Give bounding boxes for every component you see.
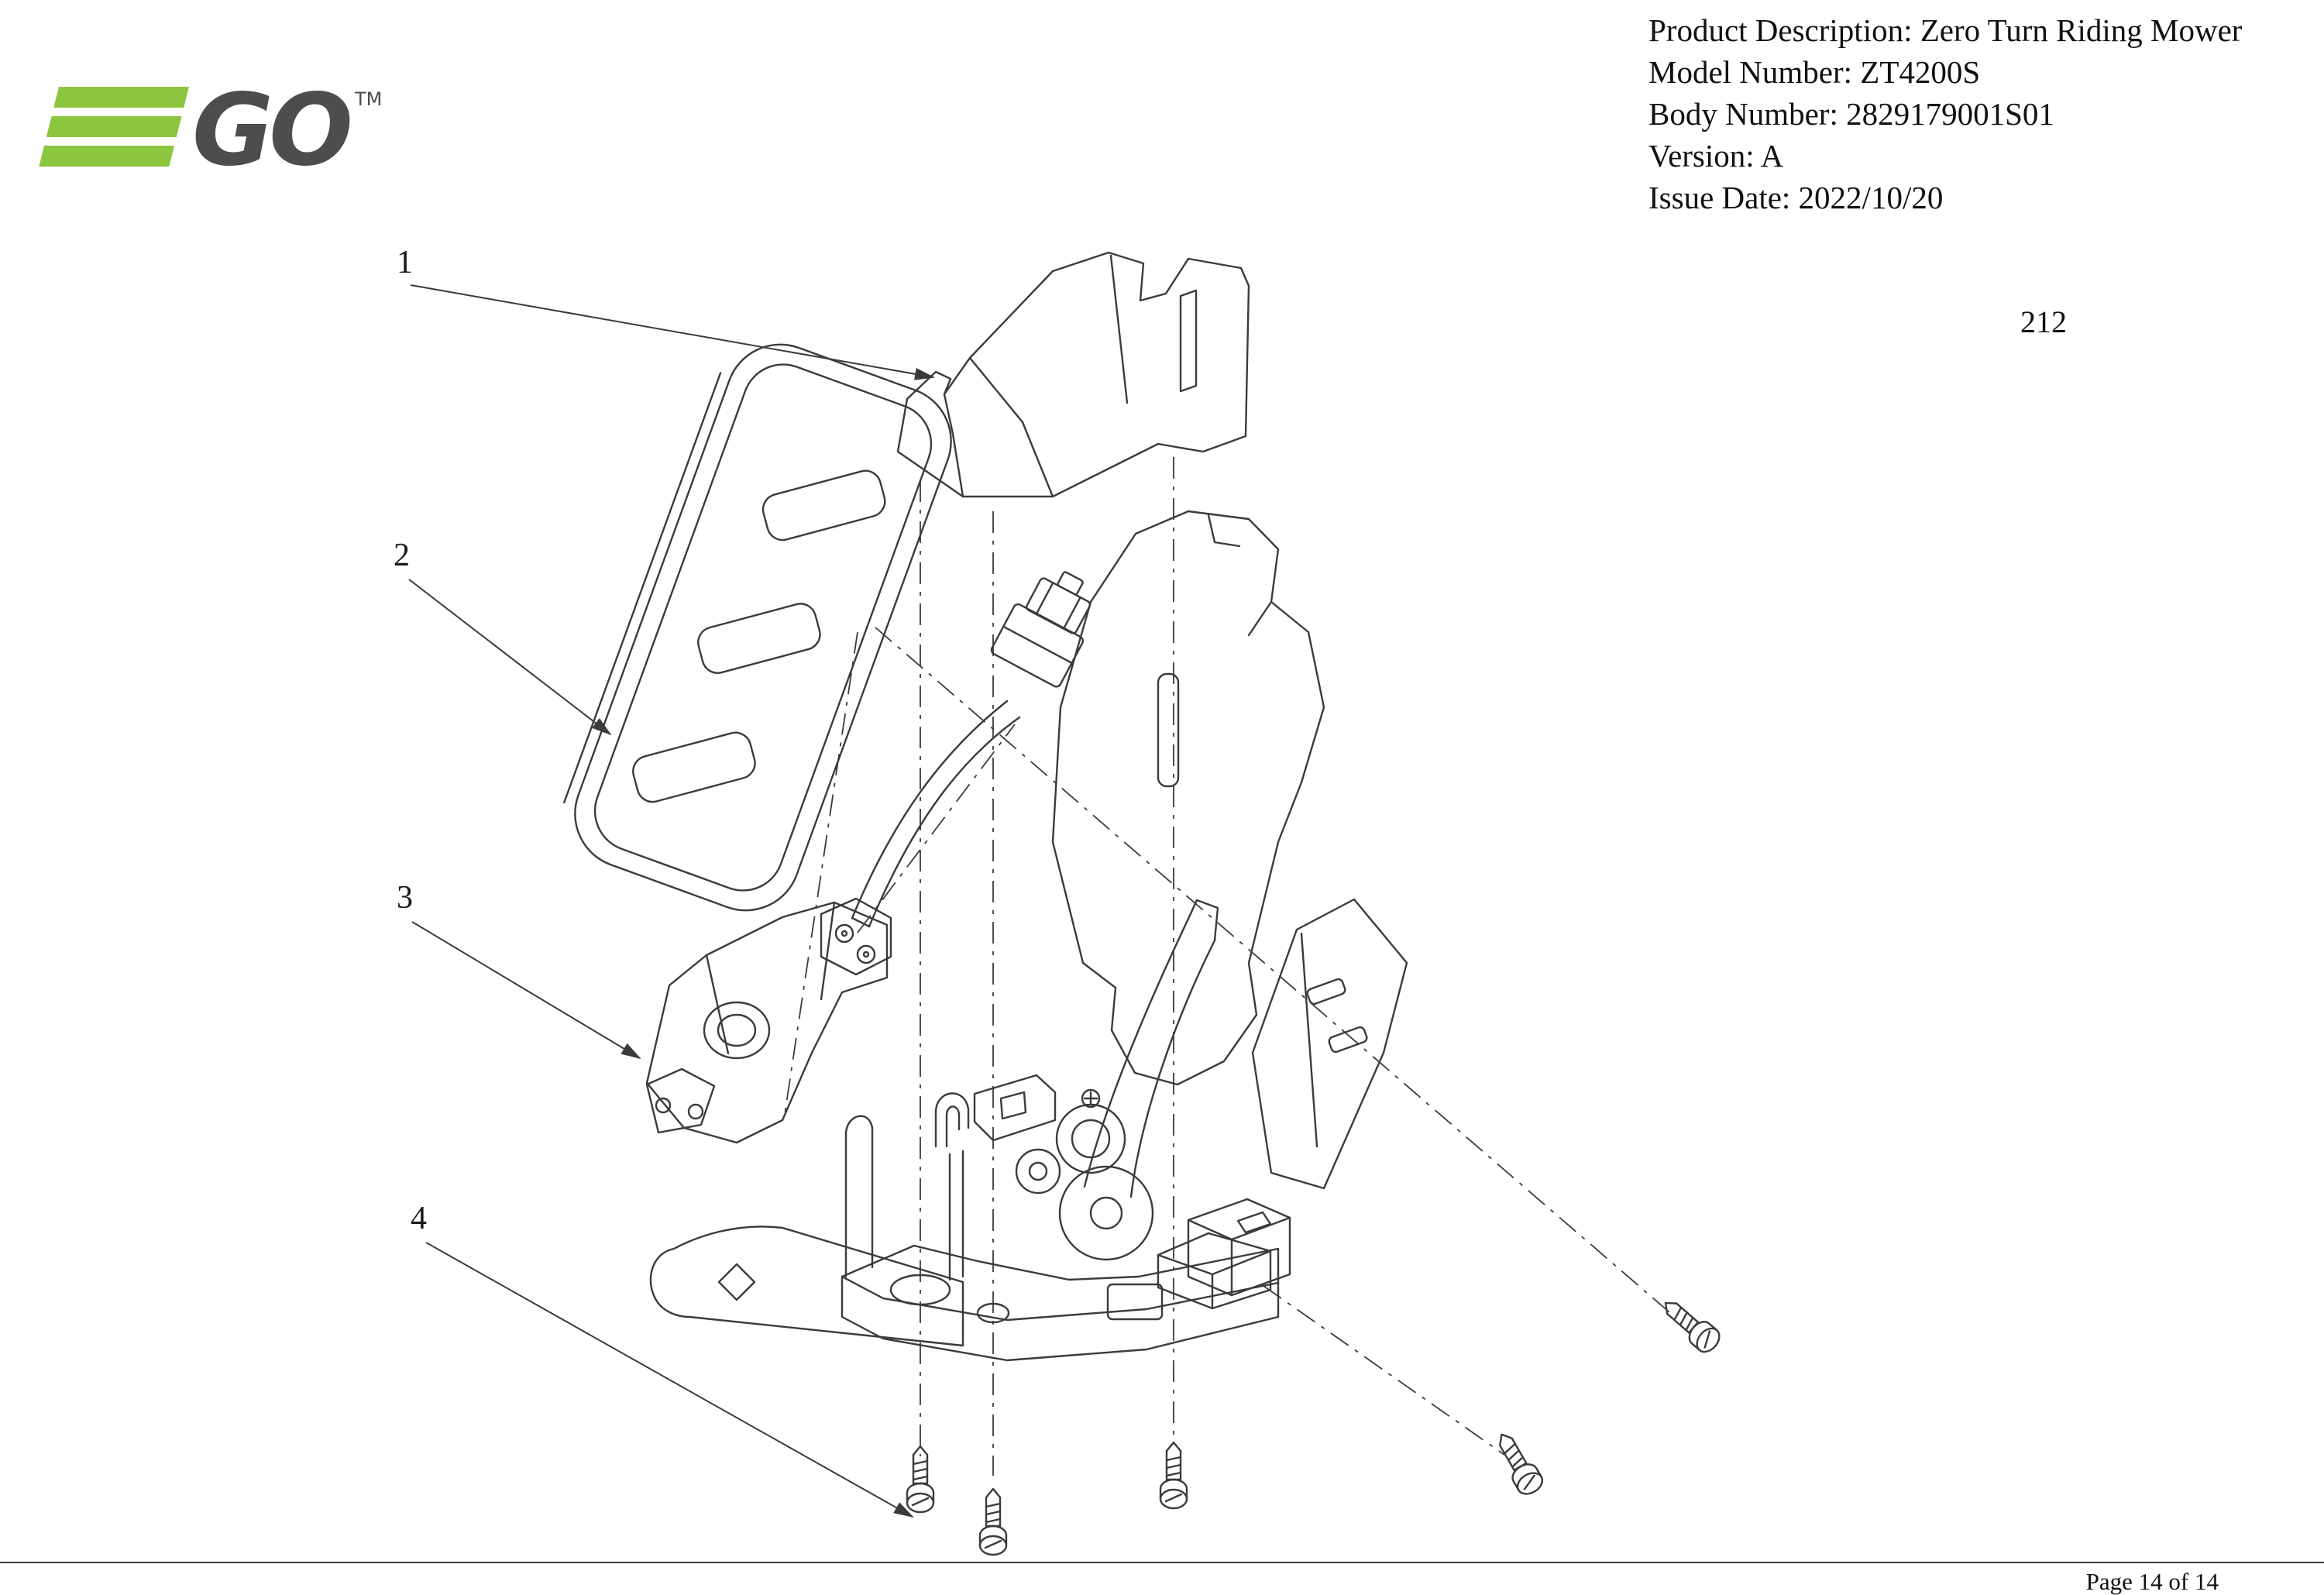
callout-leader-4 [425, 1242, 914, 1518]
part-3-sensor-bracket-drawing [645, 897, 892, 1144]
ego-logo-tm-text: TM [354, 88, 382, 110]
callouts-group: 1 2 3 4 [394, 245, 935, 1518]
ego-logo-e-icon [39, 87, 190, 167]
page-indicator: Page 14 of 14 [2085, 1568, 2219, 1595]
callout-number-3: 3 [397, 880, 413, 916]
callout-leader-1 [410, 284, 935, 380]
ego-logo: GO TM [39, 81, 382, 174]
mounting-screws-drawing [906, 1292, 1725, 1556]
sensor-cable-drawing [851, 700, 1021, 928]
callout-leader-2 [408, 579, 612, 736]
info-line-version: Version: A [1648, 138, 1784, 174]
figure-number: 212 [2020, 304, 2067, 339]
connector-plug-drawing [990, 571, 1092, 688]
document-info-block: Product Description: Zero Turn Riding Mo… [1648, 9, 2315, 218]
callout-leader-3 [411, 921, 641, 1060]
ego-logo-go-text: GO [192, 81, 350, 174]
part-4-base-bracket-drawing [649, 1074, 1291, 1362]
alignment-centerlines [783, 457, 1676, 1476]
info-line-issue-date: Issue Date: 2022/10/20 [1648, 180, 1944, 215]
part-2-pedal-pad-drawing [563, 343, 952, 912]
callout-number-1: 1 [397, 245, 413, 280]
footer-divider [0, 1562, 2324, 1563]
pedal-lever-arm-drawing [1015, 899, 1219, 1261]
side-slotted-bracket-drawing [1251, 898, 1408, 1190]
info-line-body-number: Body Number: 2829179001S01 [1648, 96, 2054, 132]
pivot-cam-drawing [1055, 1088, 1126, 1174]
callout-number-4: 4 [411, 1201, 427, 1236]
callout-number-2: 2 [394, 538, 410, 573]
info-line-model-number: Model Number: ZT4200S [1648, 54, 1981, 90]
part-1-cover-drawing [896, 251, 1250, 498]
info-line-product-description: Product Description: Zero Turn Riding Mo… [1648, 12, 2243, 48]
upright-lever-plate-drawing [1051, 510, 1325, 1086]
